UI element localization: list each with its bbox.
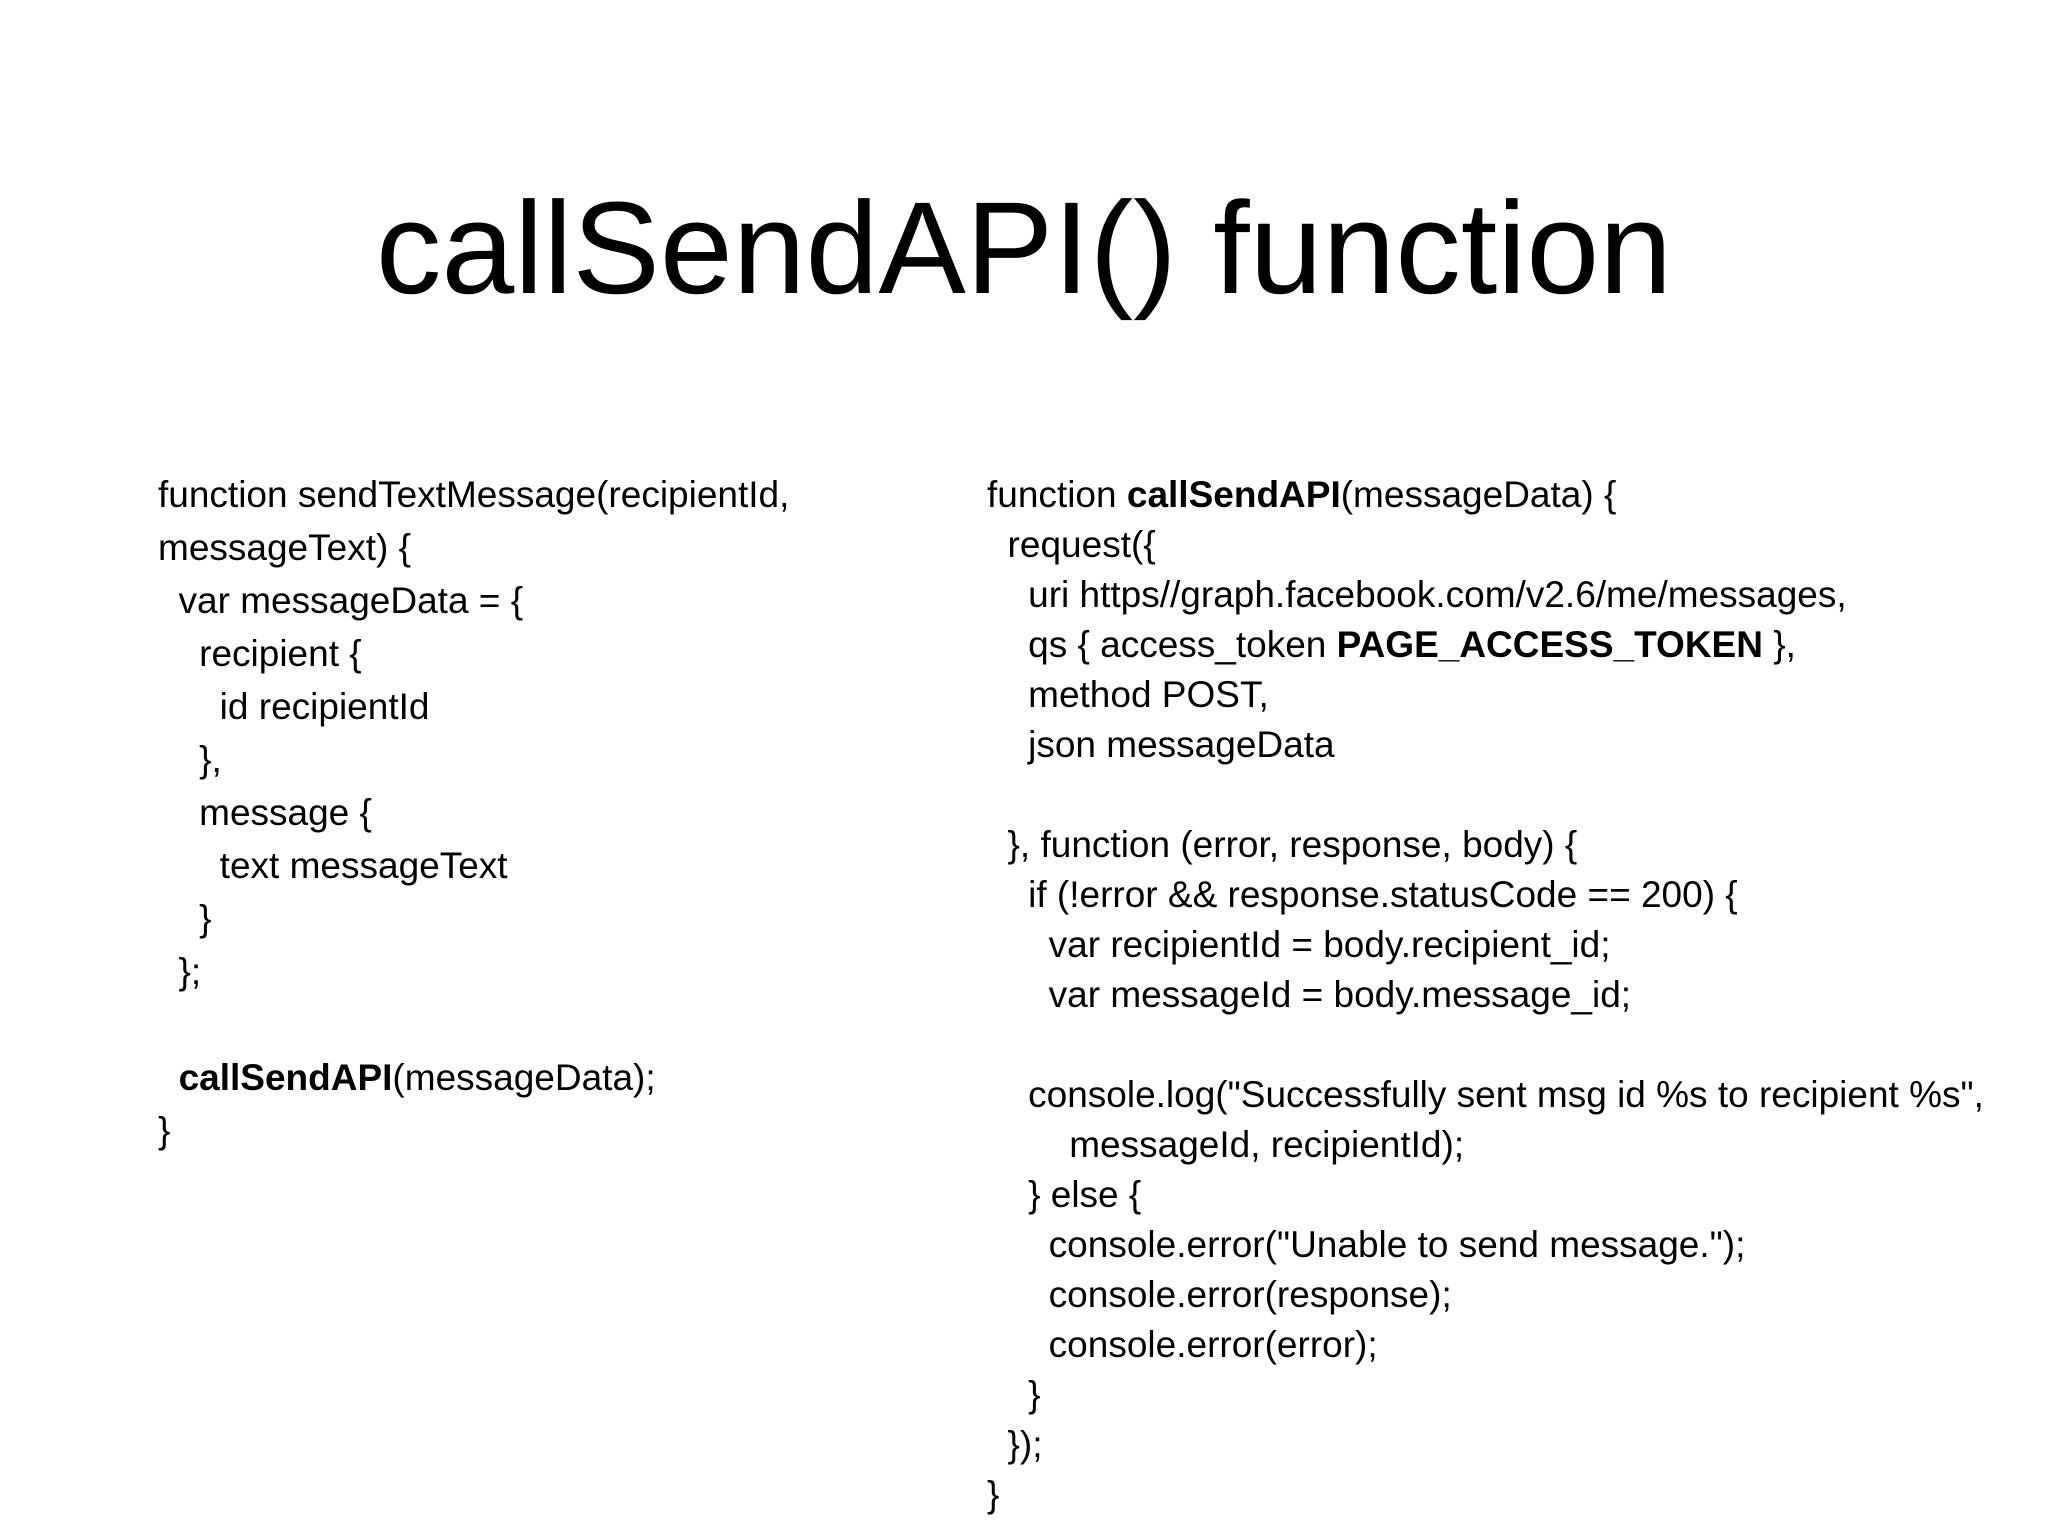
code-line: json messageData bbox=[987, 720, 1984, 770]
code-text: method POST, bbox=[987, 674, 1269, 715]
code-text: function sendTextMessage(recipientId, bbox=[158, 474, 790, 515]
code-text: } bbox=[987, 1374, 1041, 1415]
code-text: (messageData) { bbox=[1340, 474, 1617, 515]
code-text: (messageData); bbox=[392, 1057, 656, 1098]
code-text: console.log("Successfully sent msg id %s… bbox=[987, 1074, 1984, 1115]
code-text: console.error(error); bbox=[987, 1324, 1378, 1365]
code-line bbox=[987, 1020, 1984, 1070]
code-line: }, bbox=[158, 733, 789, 786]
code-text: recipient { bbox=[158, 633, 362, 674]
code-text: } bbox=[158, 898, 212, 939]
code-text: if (!error && response.statusCode == 200… bbox=[987, 874, 1738, 915]
code-text: }); bbox=[987, 1424, 1043, 1465]
code-line: console.log("Successfully sent msg id %s… bbox=[987, 1070, 1984, 1120]
code-text: request({ bbox=[987, 524, 1156, 565]
code-text: text messageText bbox=[158, 845, 508, 886]
code-text-bold: callSendAPI bbox=[1126, 474, 1341, 515]
code-text: } else { bbox=[987, 1174, 1142, 1215]
code-line: } bbox=[158, 892, 789, 945]
code-text: id recipientId bbox=[158, 686, 430, 727]
code-text: var messageId = body.message_id; bbox=[987, 974, 1632, 1015]
code-line: console.error(response); bbox=[987, 1270, 1984, 1320]
code-line: request({ bbox=[987, 520, 1984, 570]
code-text: }, bbox=[158, 739, 222, 780]
code-line: }, function (error, response, body) { bbox=[987, 820, 1984, 870]
code-line: function sendTextMessage(recipientId, bbox=[158, 468, 789, 521]
code-text: }, bbox=[1762, 624, 1796, 665]
code-text: messageId, recipientId); bbox=[987, 1124, 1465, 1165]
code-text: message { bbox=[158, 792, 372, 833]
code-text: }; bbox=[158, 951, 202, 992]
code-block-sendtextmessage: function sendTextMessage(recipientId, mes… bbox=[158, 468, 789, 1157]
code-text: }, function (error, response, body) { bbox=[987, 824, 1578, 865]
code-line: console.error("Unable to send message.")… bbox=[987, 1220, 1984, 1270]
code-text: } bbox=[158, 1110, 171, 1151]
code-line: var messageId = body.message_id; bbox=[987, 970, 1984, 1020]
code-line: var recipientId = body.recipient_id; bbox=[987, 920, 1984, 970]
code-line: function callSendAPI(messageData) { bbox=[987, 470, 1984, 520]
code-text-bold: PAGE_ACCESS_TOKEN bbox=[1336, 624, 1763, 665]
code-line bbox=[158, 998, 789, 1051]
code-line: console.error(error); bbox=[987, 1320, 1984, 1370]
code-line: if (!error && response.statusCode == 200… bbox=[987, 870, 1984, 920]
code-line: } bbox=[987, 1470, 1984, 1520]
code-line: messageId, recipientId); bbox=[987, 1120, 1984, 1170]
code-text: function bbox=[987, 474, 1127, 515]
code-line: messageText) { bbox=[158, 521, 789, 574]
code-text: uri https//graph.facebook.com/v2.6/me/me… bbox=[987, 574, 1847, 615]
code-text: console.error(response); bbox=[987, 1274, 1452, 1315]
code-text: console.error("Unable to send message.")… bbox=[987, 1224, 1746, 1265]
code-text-bold: callSendAPI bbox=[178, 1057, 393, 1098]
code-line: }); bbox=[987, 1420, 1984, 1470]
code-line: }; bbox=[158, 945, 789, 998]
code-text: var messageData = { bbox=[158, 580, 524, 621]
code-line: } bbox=[987, 1370, 1984, 1420]
code-text: qs { access_token bbox=[987, 624, 1337, 665]
code-text: messageText) { bbox=[158, 527, 411, 568]
code-line: recipient { bbox=[158, 627, 789, 680]
code-text: json messageData bbox=[987, 724, 1335, 765]
code-line: } bbox=[158, 1104, 789, 1157]
code-block-callsendapi: function callSendAPI(messageData) { requ… bbox=[987, 470, 1984, 1520]
code-text: } bbox=[987, 1474, 1000, 1515]
code-line: } else { bbox=[987, 1170, 1984, 1220]
code-text bbox=[158, 1057, 179, 1098]
code-line: message { bbox=[158, 786, 789, 839]
code-line: id recipientId bbox=[158, 680, 789, 733]
code-line: var messageData = { bbox=[158, 574, 789, 627]
code-line: text messageText bbox=[158, 839, 789, 892]
code-text: var recipientId = body.recipient_id; bbox=[987, 924, 1611, 965]
code-line: method POST, bbox=[987, 670, 1984, 720]
code-line: qs { access_token PAGE_ACCESS_TOKEN }, bbox=[987, 620, 1984, 670]
code-line: uri https//graph.facebook.com/v2.6/me/me… bbox=[987, 570, 1984, 620]
slide-title: callSendAPI() function bbox=[375, 174, 1673, 321]
code-line: callSendAPI(messageData); bbox=[158, 1051, 789, 1104]
code-line bbox=[987, 770, 1984, 820]
